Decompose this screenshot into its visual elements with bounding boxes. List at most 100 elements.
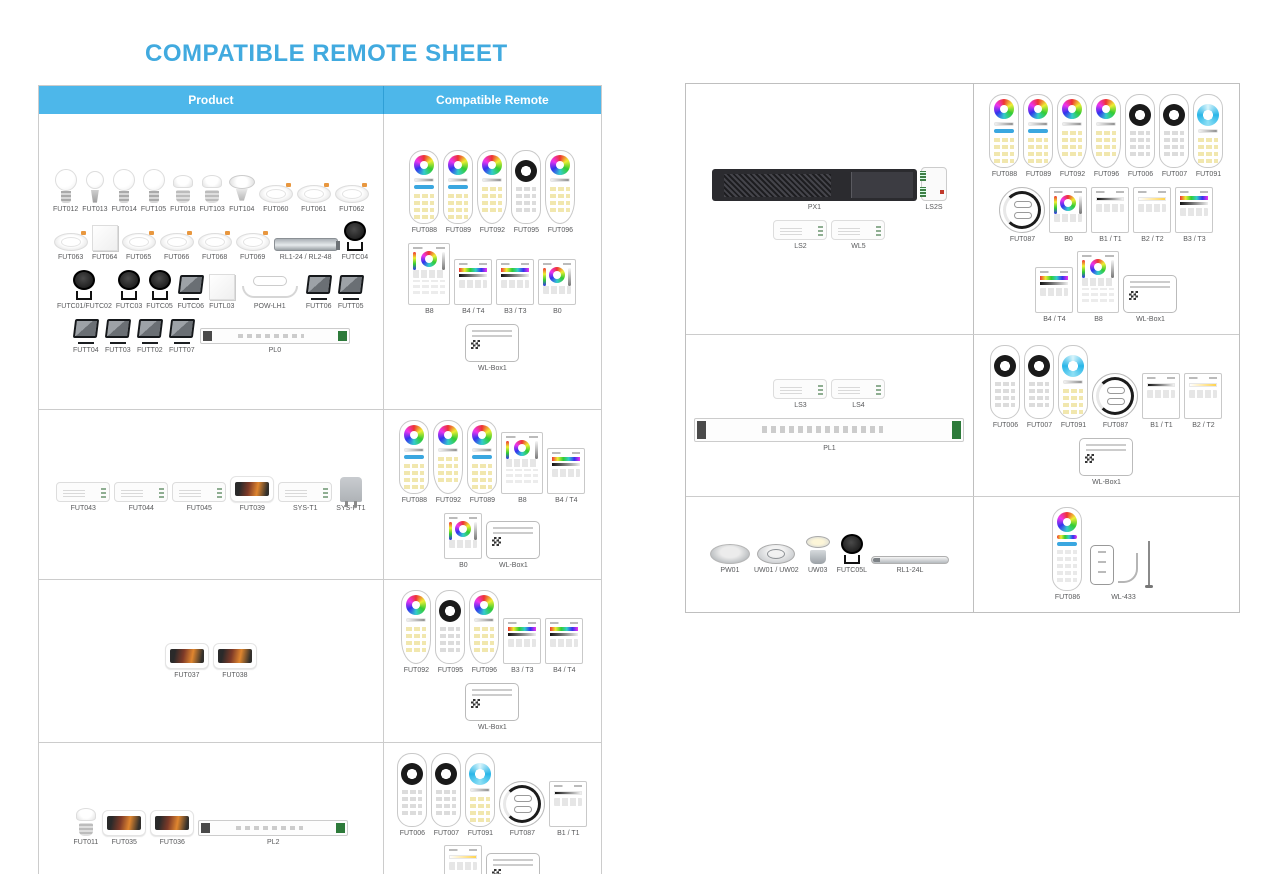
gateway-icon	[212, 642, 257, 669]
product-item: FUT014	[111, 168, 137, 214]
base	[119, 190, 130, 203]
product-item: FUT036	[150, 810, 195, 847]
pool-icon	[709, 544, 750, 565]
remote-label: FUT089	[445, 227, 472, 235]
product-label: FUT014	[111, 205, 137, 213]
remote-label: FUT006	[399, 829, 426, 837]
product-item: FUT068	[197, 231, 232, 262]
product-item: FUTT04	[72, 318, 100, 355]
wheel	[474, 595, 495, 616]
glass	[54, 168, 77, 191]
remote-item: B3 / T3	[503, 618, 542, 675]
remote-label: WL-Box1	[1092, 478, 1121, 486]
product-label: FUTC01/FUTC02	[57, 303, 112, 310]
tx	[472, 694, 513, 697]
remote-label: FUT092	[479, 227, 506, 235]
btnrow	[501, 280, 530, 289]
wl-box-icon	[486, 520, 541, 559]
product-label: UW03	[807, 567, 828, 575]
panel-dim-icon	[1142, 373, 1181, 420]
product-label: LS2S	[925, 204, 943, 212]
product-item: PL1	[694, 417, 965, 453]
remote-item: FUT006	[990, 345, 1021, 430]
tx	[1130, 286, 1171, 289]
rbar	[1040, 276, 1069, 281]
product-item: LS3	[773, 379, 828, 410]
product-item: FUT013	[82, 170, 108, 214]
dots	[323, 486, 329, 499]
remote-label: FUT092	[403, 667, 430, 675]
hdr	[508, 622, 537, 625]
product-label: LS4	[852, 402, 865, 410]
dots	[876, 224, 882, 237]
tx	[493, 859, 534, 862]
btnrow	[413, 270, 446, 279]
keys	[1028, 137, 1049, 163]
product-item: RL1-24L	[871, 556, 950, 575]
gbar	[1040, 282, 1069, 286]
product-item: SYS-PT1	[336, 477, 365, 513]
rbar	[508, 627, 537, 632]
remote-label: FUT087	[509, 829, 536, 837]
numgrid	[506, 469, 539, 483]
bar	[1096, 122, 1117, 126]
rbar	[1180, 195, 1209, 200]
hole	[478, 431, 487, 439]
qr	[471, 699, 481, 709]
downlight-icon	[296, 182, 331, 203]
keys	[1198, 137, 1219, 163]
donut	[435, 762, 458, 785]
neck	[175, 189, 190, 203]
page-title: COMPATIBLE REMOTE SHEET	[145, 40, 508, 67]
remote-color-icon	[1023, 94, 1054, 168]
remote-item: FUT088	[989, 94, 1020, 179]
remote-item: B4 / T4	[545, 618, 584, 675]
sbar	[568, 268, 572, 287]
remote-item: B1 / T1	[1142, 373, 1181, 430]
wl-box-icon	[1079, 437, 1134, 476]
remote-label: FUT006	[992, 422, 1019, 430]
hole	[425, 255, 434, 264]
endL	[697, 420, 707, 439]
remote-item: FUT087	[499, 780, 546, 838]
hdr	[449, 516, 478, 519]
gbox	[1090, 545, 1115, 586]
remote-item: FUT095	[435, 590, 466, 675]
column-header-compatible-remote: Compatible Remote	[382, 86, 601, 114]
wheel	[550, 155, 571, 176]
product-label: FUT038	[222, 671, 248, 679]
hole	[1102, 105, 1111, 113]
remote-item: FUT089	[1023, 94, 1054, 179]
remote-item: B8	[501, 432, 544, 505]
controller-cable-icon	[239, 274, 301, 300]
product-item: FUT035	[102, 810, 147, 847]
gateway-icon	[150, 810, 195, 837]
remote-label: B8	[518, 497, 527, 504]
mark	[237, 333, 305, 338]
product-item: FUTC03	[116, 270, 142, 311]
product-label: FUT062	[339, 205, 365, 213]
bar	[438, 448, 459, 452]
remote-label: FUT096	[1093, 171, 1120, 178]
btnrow	[459, 280, 488, 289]
driver-strip-icon	[198, 820, 349, 837]
keys	[440, 626, 461, 653]
wl-box-icon	[465, 323, 520, 362]
bar	[994, 122, 1015, 126]
product-item: FUT103	[199, 174, 225, 214]
sbar	[442, 252, 446, 271]
btnrow	[550, 639, 579, 648]
remote-color-tall-icon	[1052, 507, 1083, 592]
panel-strip-icon	[1035, 267, 1074, 314]
remote-item: B4 / T4	[547, 448, 586, 505]
product-item: FUTC06	[177, 275, 205, 311]
remote-item: B1 / T1	[1091, 186, 1130, 244]
product-item: FUTC04	[342, 221, 368, 262]
product-item: UW03	[803, 536, 833, 575]
left-table-header: Product Compatible Remote	[39, 86, 601, 114]
btnrow	[1054, 213, 1083, 222]
bar	[414, 185, 435, 190]
